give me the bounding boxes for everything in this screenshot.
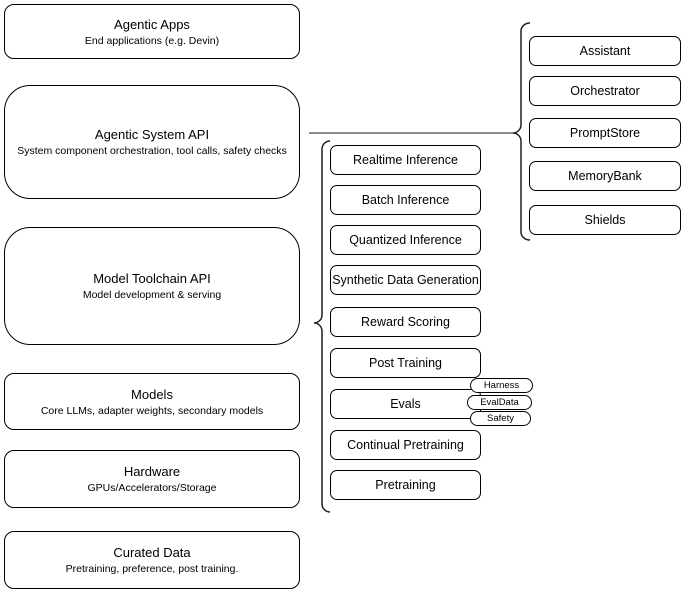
- box-title: Models: [131, 386, 173, 402]
- box-title: Agentic System API: [94, 127, 210, 142]
- node-promptstore: PromptStore: [529, 118, 681, 148]
- node-pretraining: Pretraining: [330, 470, 481, 500]
- node-reward-scoring: Reward Scoring: [330, 307, 481, 337]
- node-realtime-inference: Realtime Inference: [330, 145, 481, 175]
- box-subtitle: Core LLMs, adapter weights, secondary mo…: [40, 404, 264, 417]
- node-memorybank: MemoryBank: [529, 161, 681, 191]
- box-model-toolchain-api: Model Toolchain API Model development & …: [4, 227, 300, 345]
- box-title: Model Toolchain API: [93, 271, 211, 286]
- right-column-brace: [512, 22, 531, 241]
- node-batch-inference: Batch Inference: [330, 185, 481, 215]
- middle-column-brace: [313, 140, 331, 513]
- box-curated-data: Curated Data Pretraining, preference, po…: [4, 531, 300, 589]
- box-title: Curated Data: [113, 545, 191, 560]
- box-subtitle: GPUs/Accelerators/Storage: [87, 482, 217, 494]
- tag-harness: Harness: [470, 378, 533, 393]
- tag-safety: Safety: [470, 411, 531, 426]
- node-evals: Evals: [330, 389, 481, 419]
- box-subtitle: System component orchestration, tool cal…: [17, 145, 287, 157]
- box-hardware: Hardware GPUs/Accelerators/Storage: [4, 450, 300, 508]
- box-agentic-apps: Agentic Apps End applications (e.g. Devi…: [4, 4, 300, 59]
- node-synthetic-data-generation: Synthetic Data Generation: [330, 265, 481, 295]
- node-orchestrator: Orchestrator: [529, 76, 681, 106]
- box-models: Models Core LLMs, adapter weights, secon…: [4, 373, 300, 430]
- box-subtitle: End applications (e.g. Devin): [84, 34, 220, 47]
- tag-evaldata: EvalData: [467, 395, 532, 410]
- node-continual-pretraining: Continual Pretraining: [330, 430, 481, 460]
- node-shields: Shields: [529, 205, 681, 235]
- box-agentic-system-api: Agentic System API System component orch…: [4, 85, 300, 199]
- box-subtitle: Pretraining, preference, post training.: [65, 563, 239, 575]
- box-subtitle: Model development & serving: [82, 289, 222, 301]
- box-title: Hardware: [123, 464, 181, 479]
- node-assistant: Assistant: [529, 36, 681, 66]
- node-quantized-inference: Quantized Inference: [330, 225, 481, 255]
- node-post-training: Post Training: [330, 348, 481, 378]
- box-title: Agentic Apps: [114, 16, 190, 32]
